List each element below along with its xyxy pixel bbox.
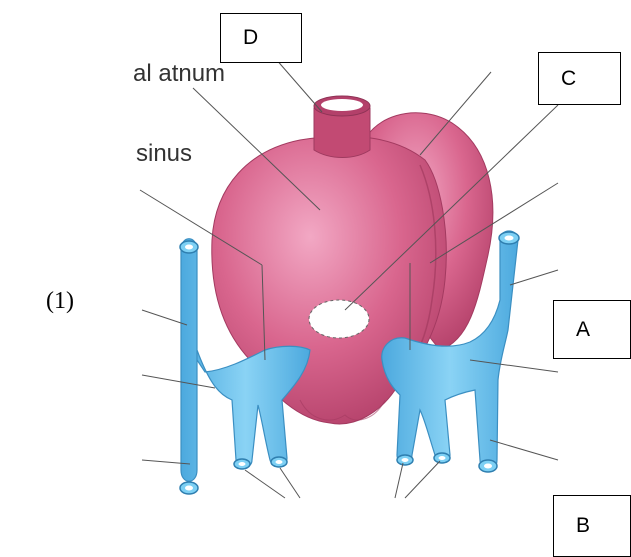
label-a: A (576, 318, 590, 342)
label-box-d: D (220, 13, 302, 63)
dashed-opening (309, 300, 369, 338)
question-number: (1) (46, 288, 74, 315)
label-box-b: B (553, 495, 631, 557)
label-box-c: C (538, 52, 621, 105)
atrium-label-fragment: al atnum (133, 60, 225, 88)
label-c: C (561, 67, 576, 91)
label-d: D (243, 26, 258, 50)
label-b: B (576, 514, 590, 538)
label-box-a: A (553, 300, 631, 359)
sinus-label-fragment: sinus (136, 140, 192, 168)
arterial-trunk-lumen (321, 99, 363, 111)
